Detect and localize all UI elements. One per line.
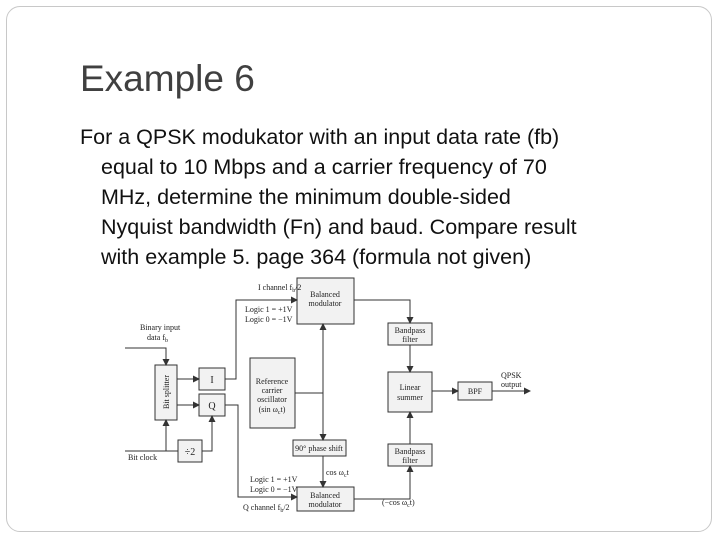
problem-line-4: Nyquist bandwidth (Fn) and baud. Compare… xyxy=(101,215,577,239)
slide-frame xyxy=(6,6,712,532)
bandpass-bottom-label-2: filter xyxy=(402,456,418,465)
bpf-label: BPF xyxy=(468,387,483,396)
problem-line-3: MHz, determine the minimum double-sided xyxy=(101,185,511,209)
bandpass-bottom-label-1: Bandpass xyxy=(395,447,426,456)
problem-line-2: equal to 10 Mbps and a carrier frequency… xyxy=(101,155,547,179)
logic-i-one-label: Logic 1 = +1V xyxy=(245,305,293,314)
bit-clock-label: Bit clock xyxy=(128,453,157,462)
neg-cos-label: (−cos ωct) xyxy=(382,498,415,509)
balanced-modulator-bottom-label-1: Balanced xyxy=(310,491,340,500)
problem-line-1: For a QPSK modukator with an input data … xyxy=(80,125,560,149)
linear-summer-label-1: Linear xyxy=(400,383,421,392)
reference-osc-label-3: oscillator xyxy=(257,395,287,404)
qpsk-output-label-2: output xyxy=(501,380,522,389)
wire-top-mod-to-bpf xyxy=(354,299,414,324)
logic-i-zero-label: Logic 0 = −1V xyxy=(245,315,293,324)
slide-title: Example 6 xyxy=(80,58,255,99)
reference-oscillator-block xyxy=(249,357,296,429)
linear-summer-label-2: summer xyxy=(397,393,423,402)
q-channel-label: Q channel fb/2 xyxy=(243,503,290,514)
binary-input-label-2: data fb xyxy=(147,333,168,344)
qpsk-output-label-1: QPSK xyxy=(501,371,522,380)
balanced-modulator-top-label-2: modulator xyxy=(309,299,342,308)
reference-osc-label-4: (sin ωct) xyxy=(259,405,286,416)
phase-shift-label: 90° phase shift xyxy=(295,444,343,453)
reference-osc-label-1: Reference xyxy=(256,377,289,386)
wire-binary-input xyxy=(125,347,170,366)
bit-splitter-label: Bit splitter xyxy=(162,375,171,409)
problem-statement: For a QPSK modukator with an input data … xyxy=(80,122,680,272)
binary-input-label-1: Binary input xyxy=(140,323,181,332)
problem-line-5: with example 5. page 364 (formula not gi… xyxy=(101,245,532,269)
reference-osc-label-2: carrier xyxy=(262,386,283,395)
logic-q-one-label: Logic 1 = +1V xyxy=(250,475,298,484)
divide-by-2-label: ÷2 xyxy=(185,447,196,458)
logic-q-zero-label: Logic 0 = −1V xyxy=(250,485,298,494)
wire-bottom-mod-to-bpf xyxy=(354,465,414,500)
i-channel-label: I channel fb/2 xyxy=(258,283,301,294)
q-register-label: Q xyxy=(208,401,216,412)
wire-q-to-bottom-mod xyxy=(225,404,298,501)
bandpass-top-label-1: Bandpass xyxy=(395,326,426,335)
cos-label: cos ωct xyxy=(326,468,350,479)
i-register-label: I xyxy=(210,375,213,386)
wire-divider-to-registers xyxy=(202,415,216,452)
balanced-modulator-top-label-1: Balanced xyxy=(310,290,340,299)
bandpass-top-label-2: filter xyxy=(402,335,418,344)
balanced-modulator-top-block xyxy=(296,277,355,325)
linear-summer-block xyxy=(387,371,433,413)
wire-i-to-top-mod xyxy=(225,296,298,380)
balanced-modulator-bottom-label-2: modulator xyxy=(309,500,342,509)
